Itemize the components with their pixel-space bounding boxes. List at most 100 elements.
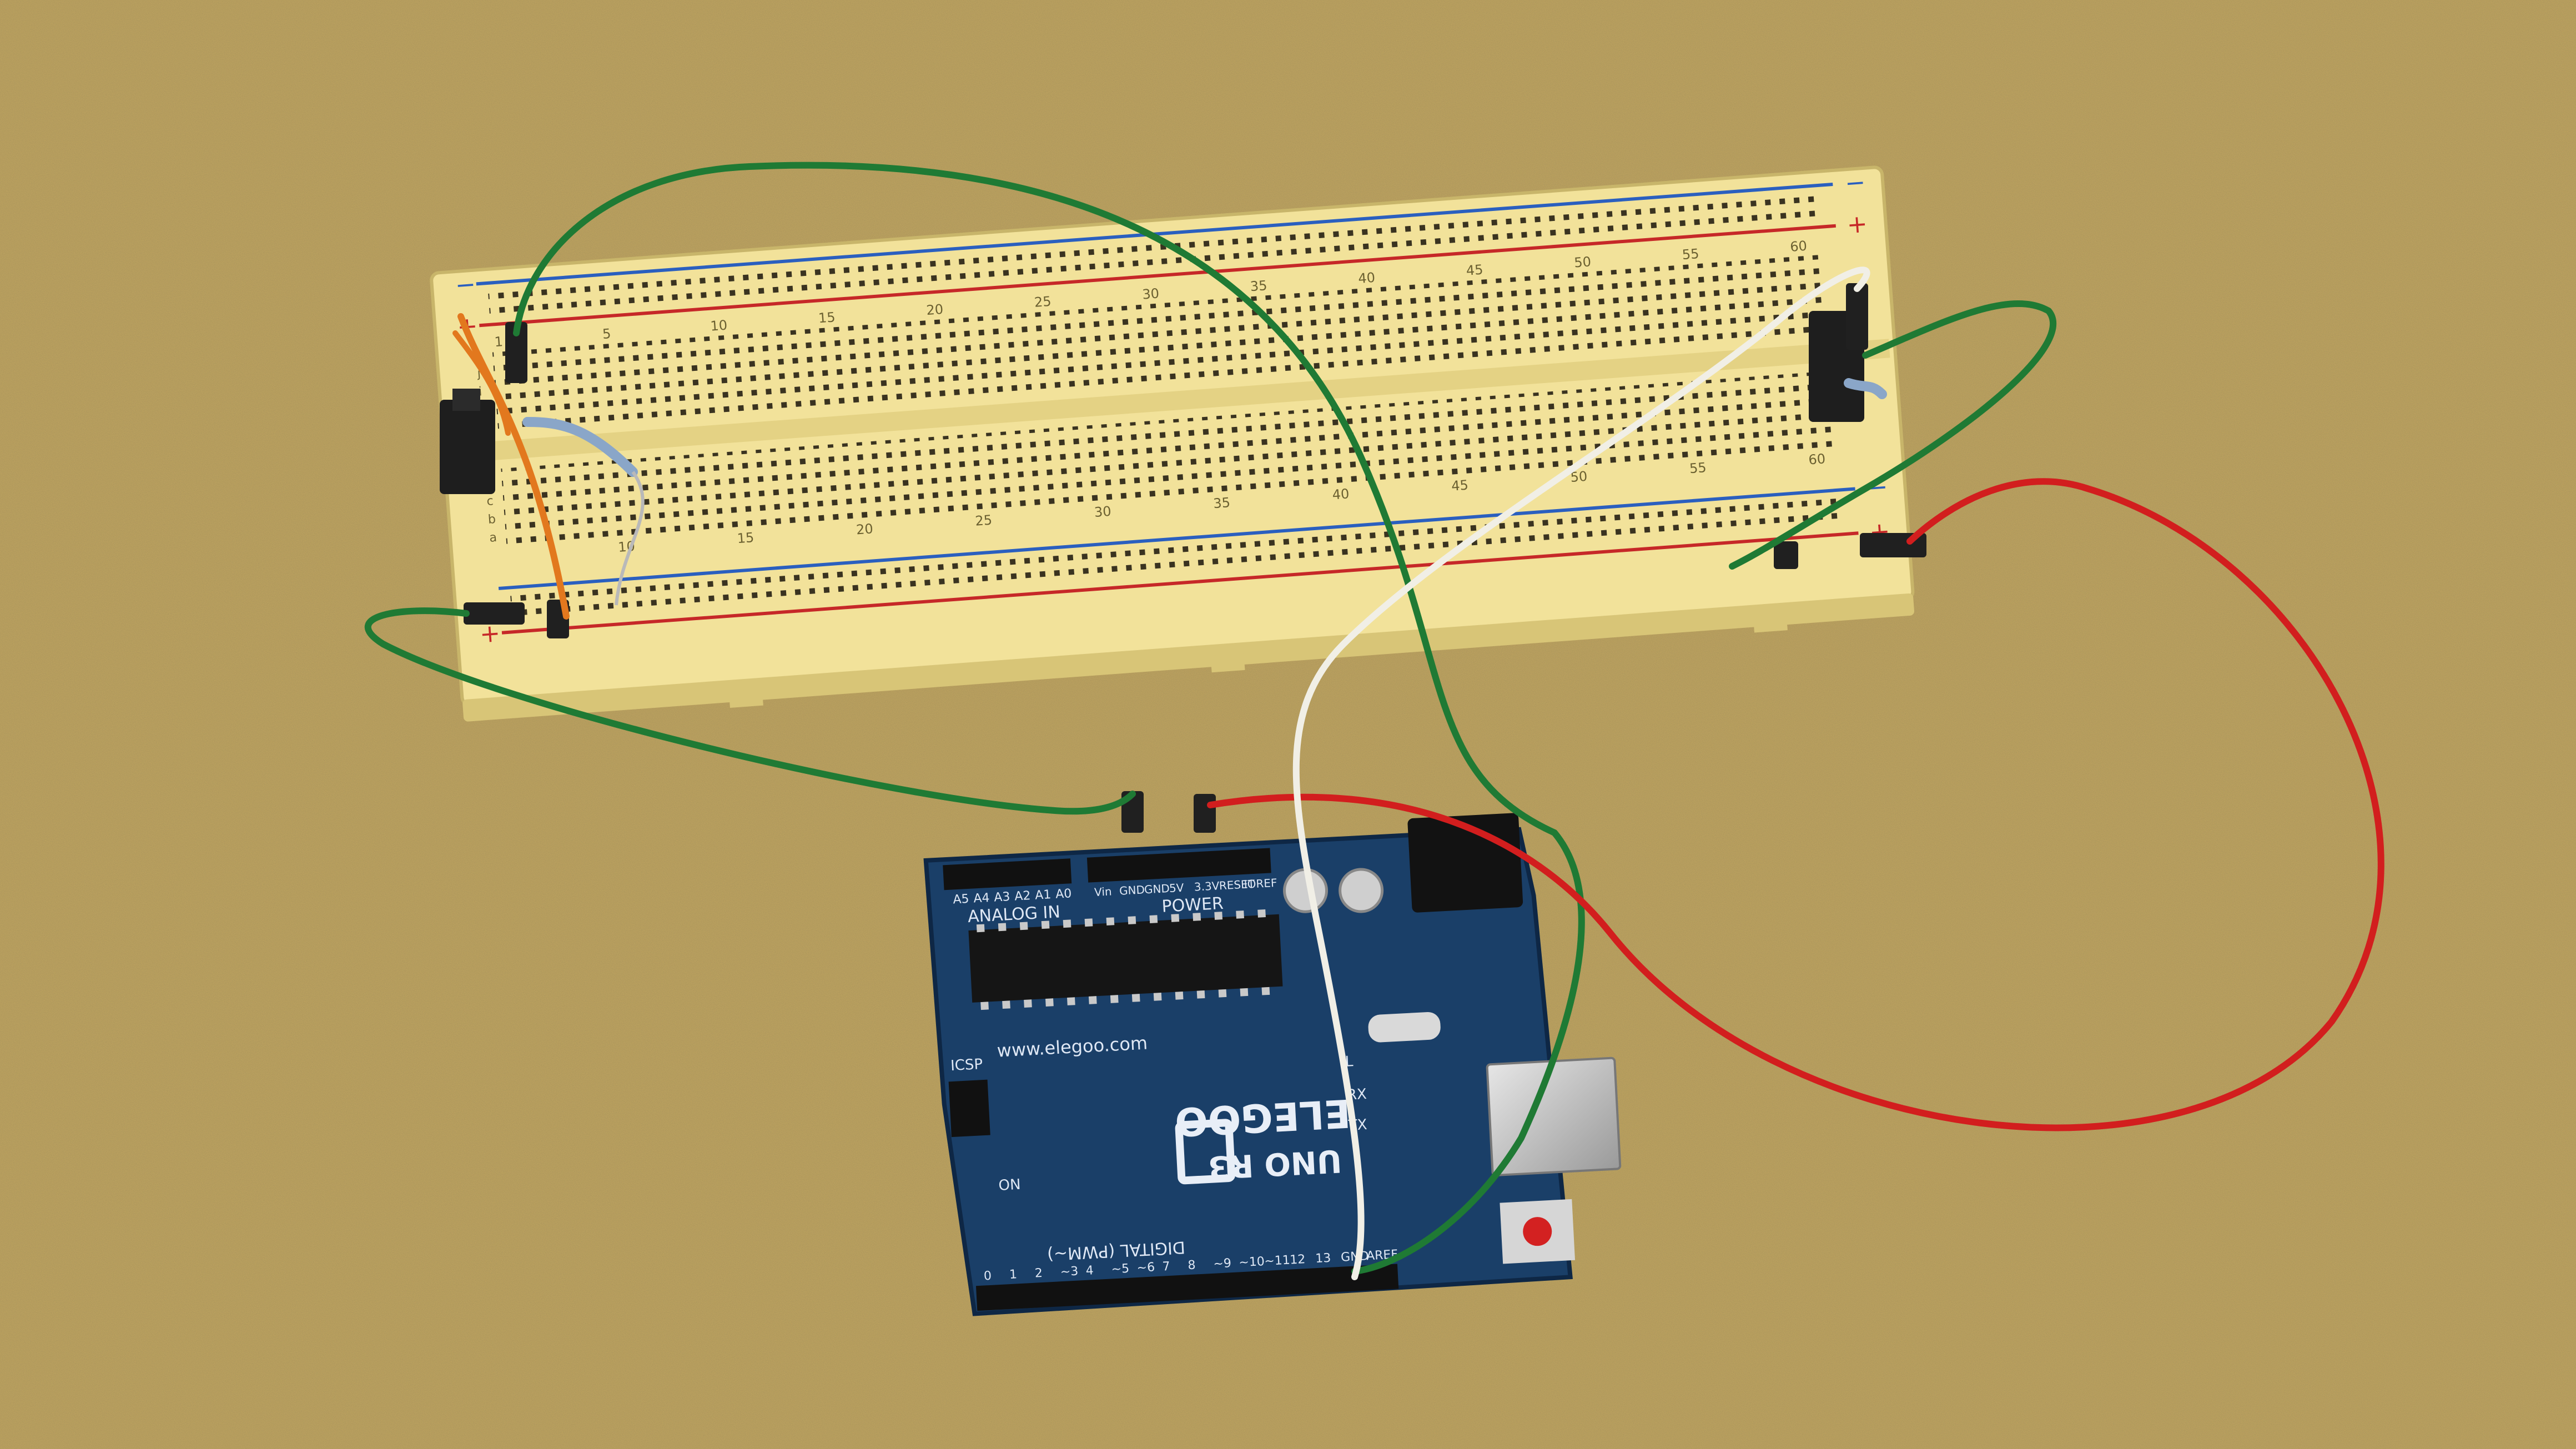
column-number: 50 xyxy=(1573,254,1592,270)
analog-pin-label: A2 xyxy=(1014,889,1031,903)
chip-pin xyxy=(1088,996,1097,1004)
chip-pin xyxy=(1024,999,1032,1008)
power-pin-label: RESET xyxy=(1219,877,1255,892)
power-pin-label: GND xyxy=(1119,883,1145,897)
chip-pin xyxy=(1218,989,1227,998)
breadboard-side xyxy=(462,593,1914,722)
chip-pin xyxy=(1175,992,1184,1000)
column-number: 40 xyxy=(1357,270,1376,286)
column-number: 45 xyxy=(1466,262,1484,279)
chip-pin xyxy=(976,924,985,933)
power-pin-label: Vin xyxy=(1094,884,1113,899)
chip-pin xyxy=(1236,910,1244,919)
chip-pin xyxy=(1149,915,1158,923)
chip-pins xyxy=(976,909,1270,1010)
power-pin-label: 5V xyxy=(1169,881,1184,895)
chip-pin xyxy=(1193,913,1201,921)
column-number: 15 xyxy=(818,309,836,326)
power-pin-label: GND xyxy=(1144,882,1170,896)
column-number: 35 xyxy=(1250,278,1268,294)
bottom-rail-holes xyxy=(510,495,1842,624)
chip-pin xyxy=(1019,922,1028,930)
column-number: 25 xyxy=(1034,294,1052,310)
crystal-oscillator xyxy=(1368,1012,1441,1043)
digital-pin-label: ~10 xyxy=(1239,1255,1265,1270)
wire-orange xyxy=(457,313,570,620)
power-pin-label: IOREF xyxy=(1244,876,1277,891)
brand-name: ELEGOO xyxy=(1174,1090,1352,1145)
wires xyxy=(365,162,2384,1280)
top-rail-plus-right: + xyxy=(1846,210,1869,240)
breadboard-foot xyxy=(1210,653,1245,673)
chip-pin xyxy=(1110,995,1119,1003)
digital-pin-label: 7 xyxy=(1162,1260,1170,1274)
bottom-rail-red-line xyxy=(501,531,1859,635)
column-number: 1 xyxy=(494,334,504,350)
analog-pin-label: A5 xyxy=(953,892,969,907)
upper-terminal-holes xyxy=(492,254,1827,430)
column-number: 5 xyxy=(602,326,611,342)
chip-pin xyxy=(1002,1000,1010,1009)
elegoo-logo: ELEGOO UNO R3 xyxy=(1174,1090,1352,1185)
column-number: 55 xyxy=(1689,460,1707,476)
capacitor xyxy=(1339,868,1384,913)
column-number: 10 xyxy=(710,318,728,334)
column-number: 20 xyxy=(856,521,874,537)
digital-pin-label: 8 xyxy=(1188,1259,1196,1273)
top-rail-minus-right: − xyxy=(1844,168,1866,198)
icsp-header xyxy=(948,1079,990,1138)
power-pin-label: 3.3V xyxy=(1194,879,1220,893)
chip-pin xyxy=(1041,920,1050,929)
wire-orange-2 xyxy=(452,330,511,436)
column-number: 30 xyxy=(1141,285,1160,302)
chip-pin xyxy=(1214,912,1223,920)
column-number: 35 xyxy=(1212,495,1231,511)
column-number: 45 xyxy=(1451,477,1469,494)
on-label: ON xyxy=(998,1176,1021,1194)
column-number: 15 xyxy=(737,530,755,546)
breadboard-foot xyxy=(728,688,763,708)
reset-button xyxy=(1523,1217,1552,1246)
digital-pin-label: 0 xyxy=(983,1269,992,1284)
wire-green-long xyxy=(513,162,1585,1275)
model-name: UNO R3 xyxy=(1207,1142,1343,1185)
lower-terminal-holes xyxy=(501,371,1836,546)
row-letter: b xyxy=(487,512,496,527)
digital-pin-label: 12 xyxy=(1290,1252,1306,1267)
chip-pin xyxy=(1106,917,1115,926)
icsp-label: ICSP xyxy=(950,1056,983,1074)
chip-pin xyxy=(1045,998,1054,1007)
chip-pin xyxy=(998,923,1007,932)
digital-pin-label: ~5 xyxy=(1111,1262,1130,1277)
center-channel xyxy=(454,339,1890,463)
chip-pin xyxy=(1153,993,1162,1001)
left-resistor-lead xyxy=(615,471,645,606)
analog-pin-label: A1 xyxy=(1035,888,1051,902)
column-number: 30 xyxy=(1094,504,1112,520)
analog-header xyxy=(943,858,1072,890)
chip-pin xyxy=(1261,987,1270,995)
column-number: 55 xyxy=(1682,246,1700,263)
bottom-rail-blue-line xyxy=(498,487,1855,590)
wire-green-right-loop xyxy=(1729,300,2056,570)
digital-pin-label: 1 xyxy=(1009,1267,1017,1282)
chip-pin xyxy=(1240,988,1249,997)
chip-pin xyxy=(1128,916,1136,924)
digital-header xyxy=(975,1264,1399,1311)
power-label: POWER xyxy=(1161,894,1224,917)
analog-pin-label: A3 xyxy=(994,890,1010,904)
digital-pin-label: 13 xyxy=(1315,1251,1331,1266)
wire-red xyxy=(1207,478,2384,1131)
digital-pin-label: ~9 xyxy=(1213,1256,1232,1271)
chip-pin xyxy=(1171,914,1180,922)
top-rail-red-line xyxy=(479,224,1837,328)
power-header xyxy=(1086,848,1271,883)
chip-pin xyxy=(1257,909,1266,918)
row-letter: a xyxy=(489,531,497,545)
analog-pin-label: A0 xyxy=(1055,887,1072,901)
wire-white xyxy=(1292,266,1870,1280)
